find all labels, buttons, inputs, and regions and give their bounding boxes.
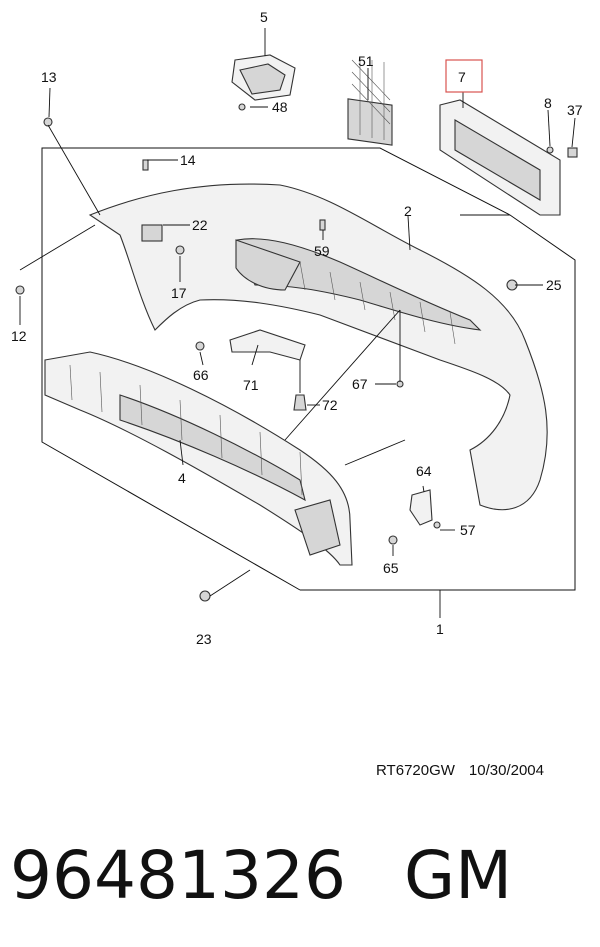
callout-13: 13 bbox=[41, 69, 57, 85]
license-plate-bracket bbox=[439, 99, 561, 216]
callout-2: 2 bbox=[404, 203, 412, 219]
callout-67: 67 bbox=[352, 376, 368, 392]
callout-64: 64 bbox=[416, 463, 432, 479]
lamp-housing bbox=[231, 54, 296, 101]
drawing-code: RT6720GW bbox=[376, 762, 455, 779]
highlight-box bbox=[445, 59, 483, 93]
side-bracket bbox=[409, 489, 433, 526]
callout-37: 37 bbox=[567, 102, 583, 118]
callout-12: 12 bbox=[11, 328, 27, 344]
callout-22: 22 bbox=[192, 217, 208, 233]
callout-14: 14 bbox=[180, 152, 196, 168]
part-number: 96481326 bbox=[10, 837, 346, 914]
callout-66: 66 bbox=[193, 367, 209, 383]
callout-51: 51 bbox=[358, 53, 374, 69]
callout-17: 17 bbox=[171, 285, 187, 301]
small-cover bbox=[229, 329, 306, 361]
callout-1: 1 bbox=[436, 621, 444, 637]
leader-lines bbox=[19, 28, 576, 597]
callout-8: 8 bbox=[544, 95, 552, 111]
fasteners bbox=[15, 103, 578, 602]
assembly-frame bbox=[41, 147, 576, 618]
callout-23: 23 bbox=[196, 631, 212, 647]
callout-72: 72 bbox=[322, 397, 338, 413]
callout-59: 59 bbox=[314, 243, 330, 259]
drawing-reference: RT6720GW 10/30/2004 bbox=[376, 762, 544, 779]
callout-25: 25 bbox=[546, 277, 562, 293]
callout-71: 71 bbox=[243, 377, 259, 393]
part-number-footer: 96481326 GM bbox=[10, 826, 512, 926]
brand-name: GM bbox=[403, 837, 513, 914]
callout-48: 48 bbox=[272, 99, 288, 115]
callout-7: 7 bbox=[458, 69, 466, 85]
fascia-ribs bbox=[299, 261, 456, 345]
bumper-reinforcement bbox=[44, 351, 353, 566]
drawing-date: 10/30/2004 bbox=[468, 762, 544, 779]
callout-5: 5 bbox=[260, 9, 268, 25]
grille-insert bbox=[347, 58, 393, 146]
callout-65: 65 bbox=[383, 560, 399, 576]
bumper-fascia bbox=[88, 183, 548, 511]
callout-4: 4 bbox=[178, 470, 186, 486]
reinforcement-cells bbox=[69, 364, 303, 496]
callout-57: 57 bbox=[460, 522, 476, 538]
callout-labels: 5 48 51 7 8 37 13 14 2 22 59 17 25 12 66… bbox=[11, 9, 583, 647]
